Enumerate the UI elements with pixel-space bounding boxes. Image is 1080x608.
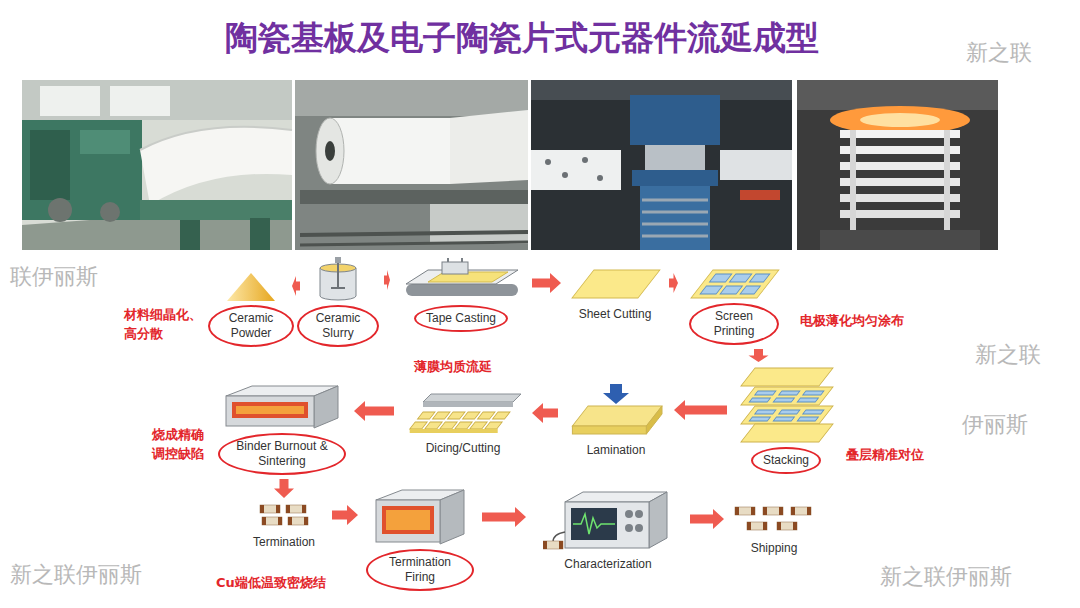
watermark: 新之联伊丽斯 xyxy=(10,560,160,590)
process-note: 电极薄化均匀涂布 xyxy=(800,312,930,331)
process-note: 薄膜均质流延 xyxy=(414,358,514,377)
label-holder: Lamination xyxy=(583,439,650,462)
label-holder: Shipping xyxy=(747,537,802,560)
red-ellipse: Screen Printing xyxy=(689,303,779,345)
process-step: Characterization xyxy=(530,488,686,576)
step-label: Ceramic Slurry xyxy=(309,311,367,341)
step-label: Dicing/Cutting xyxy=(426,441,501,456)
step-label: Characterization xyxy=(564,557,651,572)
flow-arrow xyxy=(332,505,358,525)
step-icon xyxy=(224,384,340,430)
process-step: Ceramic Slurry xyxy=(296,256,380,347)
step-icon xyxy=(733,504,815,534)
watermark: 新之联伊丽斯 xyxy=(880,562,1030,592)
flow-arrow xyxy=(532,273,561,293)
process-step: Dicing/Cutting xyxy=(398,392,528,460)
process-step: Lamination xyxy=(562,384,670,462)
process-step: Termination Firing xyxy=(362,488,478,591)
step-icon xyxy=(566,384,666,436)
step-icon xyxy=(398,258,524,302)
label-holder: Termination xyxy=(249,531,319,554)
step-icon xyxy=(543,488,673,550)
flow-arrow xyxy=(482,507,526,527)
flow-arrow xyxy=(274,479,294,498)
process-note: Cu端低温致密烧结 xyxy=(216,574,356,593)
casting-machine-photo xyxy=(22,80,292,250)
flow-arrow xyxy=(669,273,678,293)
process-note: 材料细晶化、高分散 xyxy=(124,306,208,344)
process-note: 烧成精确调控缺陷 xyxy=(152,426,210,464)
red-ellipse: Tape Casting xyxy=(414,305,508,332)
process-step: Termination xyxy=(240,502,328,554)
red-ellipse: Termination Firing xyxy=(366,549,474,591)
flow-arrow xyxy=(532,403,558,423)
step-label: Termination Firing xyxy=(378,555,462,585)
step-icon xyxy=(256,502,312,528)
watermark: 新之联 xyxy=(966,38,1056,68)
slide-title: 陶瓷基板及电子陶瓷片式元器件流延成型 xyxy=(0,16,1044,61)
label-holder: Characterization xyxy=(560,553,655,576)
label-holder: Dicing/Cutting xyxy=(422,437,505,460)
step-label: Sheet Cutting xyxy=(579,307,652,322)
flow-arrow xyxy=(674,400,727,420)
step-icon xyxy=(686,266,782,300)
tape-roll-photo xyxy=(295,80,528,250)
process-step: Screen Printing xyxy=(682,266,786,345)
step-label: Shipping xyxy=(751,541,798,556)
step-icon xyxy=(374,488,466,546)
step-label: Ceramic Powder xyxy=(220,311,282,341)
watermark: 联伊丽斯 xyxy=(10,262,110,292)
process-note: 叠层精准对位 xyxy=(846,446,946,465)
flow-arrow xyxy=(384,270,390,290)
step-icon xyxy=(225,270,277,302)
red-ellipse: Ceramic Slurry xyxy=(297,305,379,347)
step-icon xyxy=(315,256,361,302)
watermark: 伊丽斯 xyxy=(962,410,1052,440)
step-label: Stacking xyxy=(763,453,809,468)
sintering-kiln-photo xyxy=(797,80,998,250)
step-icon xyxy=(567,266,663,300)
process-step: Stacking xyxy=(731,366,841,474)
process-step: Ceramic Powder xyxy=(206,270,296,347)
process-step: Tape Casting xyxy=(394,258,528,332)
process-step: Binder Burnout & Sintering xyxy=(214,384,350,475)
flow-arrow xyxy=(749,349,769,362)
flow-arrow xyxy=(292,276,300,296)
process-step: Sheet Cutting xyxy=(565,266,665,326)
step-label: Lamination xyxy=(587,443,646,458)
step-icon xyxy=(401,392,525,434)
flow-arrow xyxy=(690,509,724,529)
flow-arrow xyxy=(354,401,394,421)
step-icon xyxy=(733,366,839,444)
step-label: Binder Burnout & Sintering xyxy=(230,439,334,469)
step-label: Screen Printing xyxy=(701,309,767,339)
red-ellipse: Ceramic Powder xyxy=(208,305,294,347)
red-ellipse: Stacking xyxy=(751,447,821,474)
step-label: Tape Casting xyxy=(426,311,496,326)
process-step: Shipping xyxy=(728,504,820,560)
punching-press-photo xyxy=(531,80,792,250)
red-ellipse: Binder Burnout & Sintering xyxy=(218,433,346,475)
watermark: 新之联 xyxy=(975,340,1065,370)
step-label: Termination xyxy=(253,535,315,550)
label-holder: Sheet Cutting xyxy=(575,303,656,326)
